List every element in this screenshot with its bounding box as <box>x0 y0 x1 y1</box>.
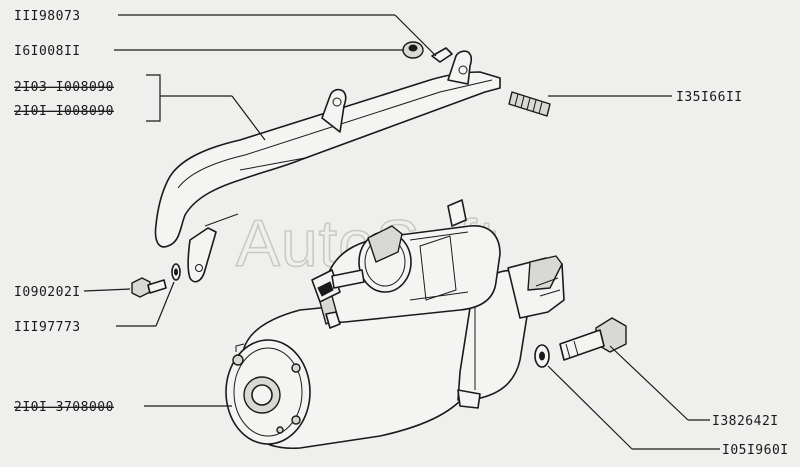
label-2I03-I008090: 2I03-I008090 <box>14 80 114 95</box>
label-I6I008II: I6I008II <box>14 44 81 59</box>
label-I090202I: I090202I <box>14 285 81 300</box>
label-III98073: III98073 <box>14 9 81 24</box>
label-2I0I-3708000: 2I0I-3708000 <box>14 400 114 415</box>
motor-bolt <box>534 317 627 368</box>
starter-bracket <box>154 50 501 283</box>
starter-motor <box>225 199 565 450</box>
label-I05I960I: I05I960I <box>722 443 789 458</box>
leader-lines <box>83 14 720 450</box>
label-2I0I-I008090: 2I0I-I008090 <box>14 104 114 119</box>
label-I382642I: I382642I <box>712 414 779 429</box>
nut-and-washer <box>402 41 453 63</box>
label-III97773: III97773 <box>14 320 81 335</box>
label-I35I66II: I35I66II <box>676 90 743 105</box>
bracket-bolt <box>131 263 181 298</box>
stud <box>508 91 551 117</box>
